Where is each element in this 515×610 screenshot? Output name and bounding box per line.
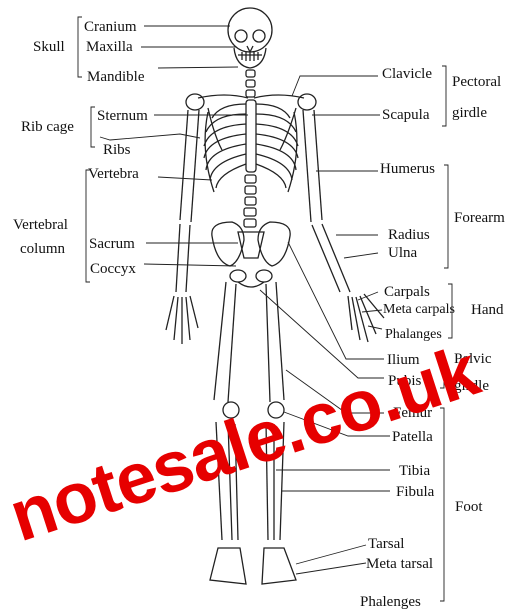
skull-drawing bbox=[228, 8, 272, 68]
group-skull: Skull bbox=[33, 38, 65, 56]
group-hand: Hand bbox=[471, 301, 504, 319]
arms-drawing bbox=[166, 110, 384, 344]
label-ulna: Ulna bbox=[388, 245, 417, 261]
group-pectoral-girdle: girdle bbox=[452, 104, 487, 122]
label-maxilla: Maxilla bbox=[86, 39, 133, 55]
label-sacrum: Sacrum bbox=[89, 236, 135, 252]
label-radius: Radius bbox=[388, 227, 430, 243]
pelvis-drawing bbox=[212, 222, 290, 287]
group-rib-cage: Rib cage bbox=[21, 118, 74, 136]
label-sternum: Sternum bbox=[97, 108, 148, 124]
label-carpals: Carpals bbox=[384, 284, 430, 300]
label-clavicle: Clavicle bbox=[382, 66, 432, 82]
label-mandible: Mandible bbox=[87, 69, 145, 85]
label-coccyx: Coccyx bbox=[90, 261, 136, 277]
label-humerus: Humerus bbox=[380, 161, 435, 177]
label-tarsal: Tarsal bbox=[368, 536, 404, 552]
label-scapula: Scapula bbox=[382, 107, 429, 123]
label-tibia: Tibia bbox=[399, 463, 430, 479]
label-meta-tarsal: Meta tarsal bbox=[366, 556, 433, 572]
ribcage-drawing bbox=[204, 100, 298, 192]
group-column: column bbox=[20, 240, 65, 258]
label-cranium: Cranium bbox=[84, 19, 137, 35]
label-phalenges: Phalenges bbox=[360, 594, 421, 610]
label-meta-carpals: Meta carpals bbox=[383, 302, 455, 318]
label-vertebra: Vertebra bbox=[88, 166, 139, 182]
group-pectoral: Pectoral bbox=[452, 73, 501, 91]
label-ribs: Ribs bbox=[103, 142, 131, 158]
group-vertebral: Vertebral bbox=[13, 216, 68, 234]
label-fibula: Fibula bbox=[396, 484, 434, 500]
group-foot: Foot bbox=[455, 498, 483, 516]
group-forearm: Forearm bbox=[454, 209, 505, 227]
